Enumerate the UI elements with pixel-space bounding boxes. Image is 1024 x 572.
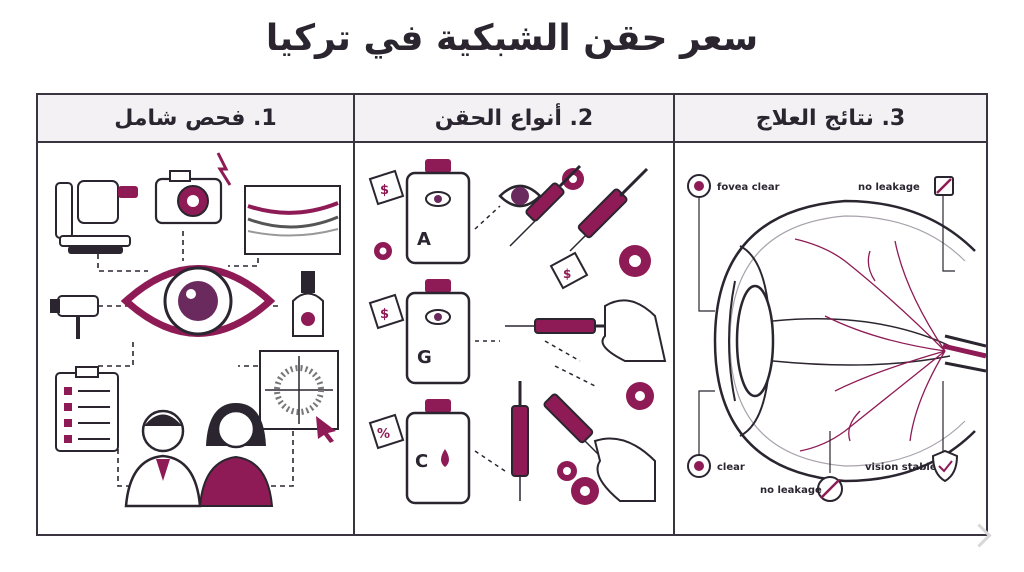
vial-letter-g: G bbox=[417, 347, 432, 368]
syringe-icon bbox=[509, 164, 582, 247]
target-icon bbox=[687, 174, 711, 198]
exam-panel bbox=[50, 152, 341, 508]
eye-anatomy-diagram bbox=[713, 199, 986, 483]
shield-icon bbox=[931, 449, 959, 483]
vial-letter-a: A bbox=[417, 229, 431, 250]
price-tag-symbol: $ bbox=[380, 307, 389, 322]
percent-tag: % bbox=[368, 413, 405, 450]
percent-tag-symbol: % bbox=[377, 427, 390, 442]
section-header-exam: 1. فحص شامل bbox=[38, 95, 353, 143]
label-fovea-clear: fovea clear bbox=[717, 182, 780, 193]
slit-lamp-icon bbox=[55, 180, 138, 254]
ophthalmoscope-icon bbox=[50, 295, 99, 339]
price-tag: $ bbox=[549, 251, 589, 290]
label-no-leakage-bottom: no leakage bbox=[760, 485, 822, 496]
divider bbox=[673, 95, 675, 534]
checklist-icon bbox=[55, 366, 119, 452]
price-tag-symbol: $ bbox=[563, 267, 571, 281]
page-title: سعر حقن الشبكية في تركيا bbox=[265, 18, 759, 59]
label-no-leakage-top: no leakage bbox=[858, 182, 920, 193]
vial-g: G bbox=[405, 279, 471, 385]
section-header-injection-types: 2. أنواع الحقن bbox=[355, 95, 673, 143]
gear-icon bbox=[374, 168, 654, 505]
price-tag-symbol: $ bbox=[380, 183, 389, 198]
doctor-avatar bbox=[124, 409, 202, 508]
vial-a: A bbox=[405, 159, 471, 265]
syringe-in-hand bbox=[543, 393, 656, 502]
eye-icon bbox=[120, 265, 276, 337]
target-icon bbox=[687, 454, 711, 478]
price-tag: $ bbox=[368, 293, 405, 330]
injection-types-panel: A $ G $ C % bbox=[368, 159, 667, 505]
vial-letter-c: C bbox=[415, 451, 428, 472]
vial-c: C bbox=[405, 399, 471, 505]
syringe-icon bbox=[569, 167, 649, 252]
no-leakage-icon bbox=[817, 476, 843, 502]
label-vision-stable: vision stable bbox=[865, 462, 937, 473]
oct-scan-image bbox=[244, 185, 341, 255]
infographic-frame: 1. فحص شامل 2. أنواع الحقن 3. نتائج العل… bbox=[36, 93, 988, 536]
price-tag: $ bbox=[368, 169, 405, 206]
patient-avatar bbox=[198, 403, 274, 507]
syringe-in-hand bbox=[505, 299, 667, 362]
no-leakage-icon bbox=[934, 176, 954, 196]
syringe-icon bbox=[511, 381, 529, 501]
label-clear: clear bbox=[717, 462, 745, 473]
visual-field-screen-icon bbox=[259, 350, 339, 443]
divider bbox=[353, 95, 355, 534]
camera-icon bbox=[154, 152, 232, 225]
tonometer-icon bbox=[292, 271, 324, 337]
results-panel: fovea clear no leakage clear no leakage … bbox=[687, 174, 986, 502]
section-header-results: 3. نتائج العلاج bbox=[675, 95, 986, 143]
